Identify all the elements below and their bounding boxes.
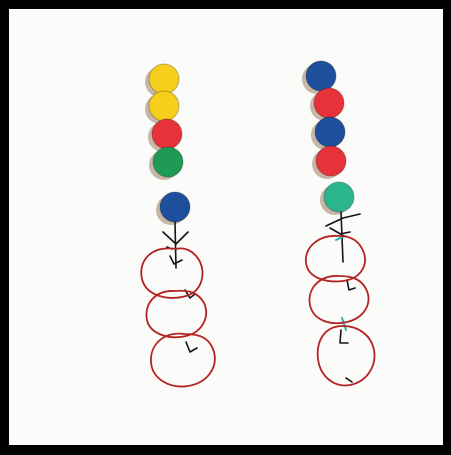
bead [315,117,345,147]
left-ink-lines [163,222,197,352]
bead [306,61,336,91]
bead-red-3 [312,146,346,179]
left-stack [141,64,215,387]
bead-yellow-2 [145,91,179,124]
right-loop-top [306,236,365,282]
bead-blue-1 [156,192,190,225]
right-stack [302,61,374,385]
right-cyan-marks [336,236,346,330]
bead-blue-3 [311,117,345,150]
bead-teal-1 [320,182,354,215]
bead-green-1 [149,147,183,180]
right-drawing [306,212,375,385]
right-loop-bottom [318,326,375,385]
bead [149,91,179,121]
left-loop-bottom [151,334,215,387]
bead [153,147,183,177]
bead [314,88,344,118]
bead [316,146,346,176]
left-drawing [141,222,215,387]
bead [160,192,190,222]
bead [152,119,182,149]
right-loop-middle [310,276,369,323]
bead [324,182,354,212]
bead [149,64,179,94]
